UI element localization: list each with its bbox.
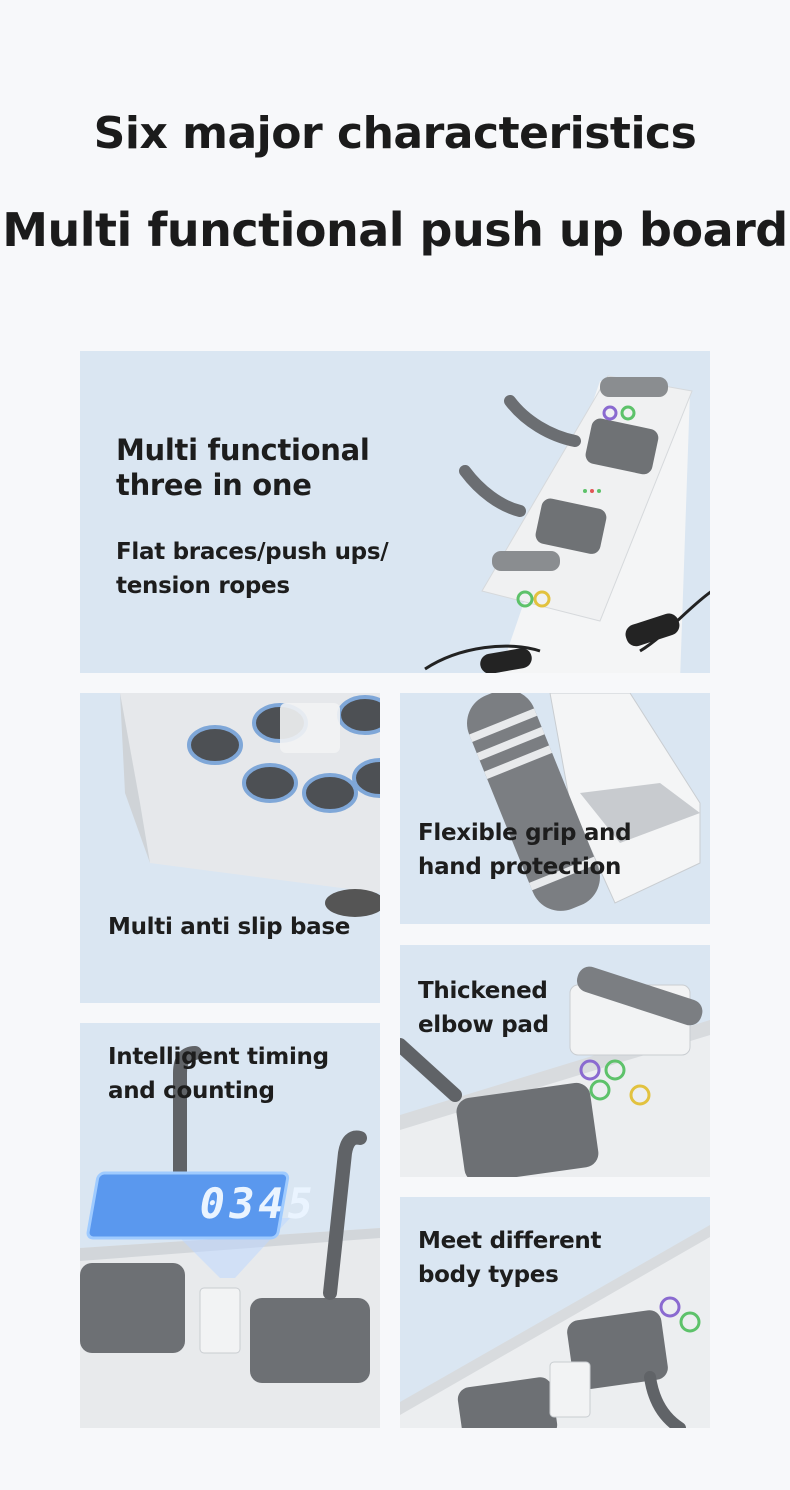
- feature-label-line1: Intelligent timing: [108, 1044, 329, 1070]
- board-variety-illustration: [400, 1225, 710, 1428]
- timing-display-illustration: [80, 1046, 380, 1428]
- feature-desc-line2: tension ropes: [116, 573, 290, 599]
- feature-card-anti-slip: Multi anti slip base: [80, 693, 380, 1003]
- feature-title-line1: Multi functional: [116, 433, 370, 467]
- feature-label-line2: body types: [418, 1262, 559, 1288]
- feature-label: Multi anti slip base: [108, 914, 351, 940]
- push-up-board-illustration: [424, 375, 710, 673]
- feature-card-three-in-one: Multi functional three in one Flat brace…: [80, 351, 710, 673]
- grip-handle-illustration: [467, 693, 701, 911]
- anti-slip-base-illustration: [120, 693, 380, 917]
- feature-desc-line1: Flat braces/push ups/: [116, 539, 389, 565]
- feature-label-line1: Thickened: [418, 978, 548, 1004]
- feature-label-line1: Meet different: [418, 1228, 602, 1254]
- page-title: Six major characteristics: [93, 108, 697, 159]
- feature-label-line2: elbow pad: [418, 1012, 549, 1038]
- feature-label-line2: and counting: [108, 1078, 275, 1104]
- feature-label-line2: hand protection: [418, 854, 622, 880]
- feature-title-line2: three in one: [116, 468, 312, 502]
- feature-card-timing: 0345 Intelligent timing and counting: [80, 1023, 380, 1428]
- feature-card-body-types: Meet different body types: [400, 1197, 710, 1428]
- feature-card-grip: Flexible grip and hand protection: [400, 693, 710, 924]
- feature-card-elbow-pad: Thickened elbow pad: [400, 945, 710, 1177]
- elbow-pad-illustration: [400, 966, 710, 1177]
- page-subtitle: Multi functional push up board: [2, 203, 788, 257]
- feature-label-line1: Flexible grip and: [418, 820, 632, 846]
- led-display-reading: 0345: [195, 1179, 321, 1228]
